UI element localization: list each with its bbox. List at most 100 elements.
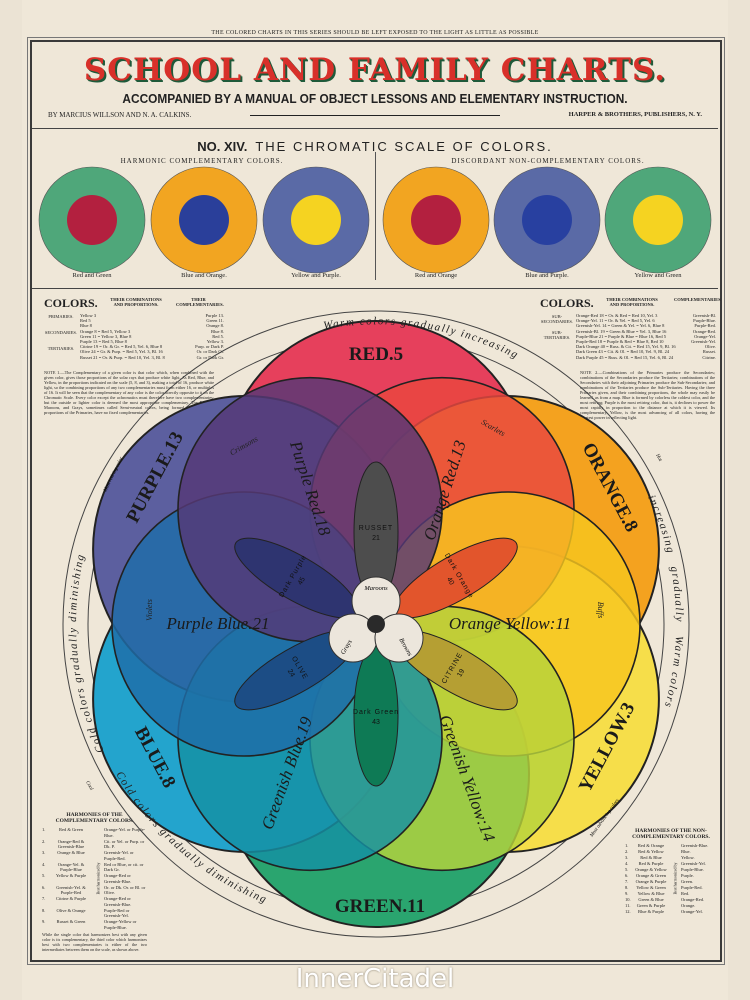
tint-label-violets: Violets (145, 599, 154, 621)
group-label: SUB-SECONDARIES. (540, 314, 574, 324)
lens-value: 21 (372, 535, 380, 542)
lens-value: 43 (372, 719, 380, 726)
complementary: Orange-Yel. (694, 333, 716, 339)
harmonized-by: Greenish-Yel. or Purple-Red. (104, 850, 134, 861)
table-heading: COLORS. (540, 296, 594, 310)
table-row: Orange-Yel. 11 = Or. & Yel. = Red 5, Yel… (576, 318, 716, 323)
harmonized-by: Greenish-Yel. (681, 861, 706, 866)
divider (32, 128, 718, 129)
tint-label-buffs: Buffs (596, 602, 605, 618)
color-combination: Russet 21 = Or. & Purp. = Red 10, Yel. 3… (80, 354, 165, 360)
table-row: Dark Orange 40 = Russ. & Cit. = Red 15, … (576, 344, 716, 349)
column-header: THEIR COMBINATIONS AND PROPORTIONS. (110, 297, 162, 308)
harmonized-by: Orange-Red. (681, 897, 705, 902)
table-row: Olive 24 = Gr. & Purp. = Red 5, Yel. 3, … (80, 349, 224, 354)
complementary: Greenish-Bl. (692, 313, 716, 318)
color-pair: Yellow & Blue (637, 891, 665, 896)
complementary: Citrine. (702, 354, 716, 360)
harmonized-by: Purple. (681, 873, 694, 878)
complementary: Purp. or Dark P. (195, 344, 224, 350)
complementary: Red 5. (212, 333, 224, 339)
color-pair: Orange & Green (636, 873, 666, 878)
complementary: Greenish-Yel. (691, 339, 716, 345)
harmonized-by: Cit. or Yel. or Purp. or Dk. P. (104, 838, 145, 850)
swatch-inner (411, 195, 461, 245)
note-2: NOTE 2.—Combinations of the Primaries pr… (580, 370, 715, 420)
swatch-caption: Red and Green (72, 272, 112, 279)
color-combination: Purple-Blue 21 = Purple & Blue = Blue 16… (576, 333, 666, 339)
primary-label: RED.5 (349, 344, 403, 365)
primary-label: GREEN.11 (335, 896, 425, 917)
swatch-caption: Yellow and Purple. (291, 272, 341, 279)
column-header: THEIR COMBINATIONS AND PROPORTIONS. (606, 297, 658, 308)
semi-neutral-circle (374, 613, 424, 663)
swatch-caption: Red and Orange (414, 272, 458, 279)
color-pair: Green & Purple (636, 903, 666, 908)
poster-title: SCHOOL AND FAMILY CHARTS. (83, 52, 667, 88)
lens-label: RUSSET (359, 525, 393, 532)
color-combination: Orange-Yel. 11 = Or. & Yel. = Red 5, Yel… (576, 318, 655, 324)
side-label: Best harmonized by (95, 862, 100, 895)
color-combination: Olive 24 = Gr. & Purp. = Red 5, Yel. 3, … (80, 349, 163, 355)
lens-value: 19 (456, 668, 466, 678)
chart-number: NO. XIV. (197, 139, 248, 154)
poster-frame (27, 37, 725, 965)
color-combination: Orange 8 = Red 5, Yellow 3 (80, 328, 131, 334)
swatch-inner (291, 195, 341, 245)
color-combination: Citrine 19 = Or. & Gr. = Red 5, Yel. 6, … (80, 344, 163, 350)
harmonies-heading: HARMONIES OF THE NON-COMPLEMENTARY COLOR… (632, 828, 710, 840)
complementary: Green 11. (206, 318, 224, 324)
chart-title: NO. XIV. THE CHROMATIC SCALE OF COLORS. (0, 139, 750, 154)
column-header: COMPLEMENTARIES (674, 297, 721, 302)
authors: BY MARCIUS WILLSON AND N. A. CALKINS. (48, 111, 192, 119)
complementary: Orange 8. (206, 323, 224, 329)
harmonized-by: Red or Blue, or cit. or Dark Gr. (104, 861, 144, 873)
harmonies-complementary: HARMONIES OF THE COMPLEMENTARY COLORS. 1… (42, 812, 147, 952)
group-label: TERTIARIES. (47, 346, 75, 351)
colors-table-right: COLORS. THEIR COMBINATIONS AND PROPORTIO… (540, 296, 721, 360)
color-combination: Yellow 3 (80, 313, 97, 318)
color-combination: Dark Orange 40 = Russ. & Cit. = Red 15, … (576, 344, 676, 350)
table-row: Dark Green 43 = Cit. & Ol. = Red 10, Yel… (576, 349, 716, 354)
lens-value: 40 (445, 576, 455, 586)
divider (375, 152, 376, 280)
color-pair: Greenish-Yel. & Purple-Red (56, 884, 86, 896)
table-row: Citrine 19 = Or. & Gr. = Red 5, Yel. 6, … (80, 344, 224, 349)
harmonized-by: Purple-Blue. (681, 867, 704, 872)
table-row: Orange-Red 18 = Or. & Red = Red 10, Yel.… (576, 313, 716, 318)
color-combination: Dark Purple 45 = Russ. & Ol. = Red 15, Y… (576, 354, 674, 360)
complementary: Purple 13. (205, 313, 225, 318)
color-pair: Red & Green (59, 827, 83, 832)
center-dot (367, 615, 385, 633)
harmonic-heading: HARMONIC COMPLEMENTARY COLORS. (120, 157, 284, 165)
swatch-inner (179, 195, 229, 245)
side-label: Best harmonized by (672, 862, 677, 895)
color-combination: Purple-Red 18 = Purple & Red = Blue 8, R… (576, 339, 664, 345)
lens-value: 24 (286, 668, 296, 678)
complementary: Purple-Red. (694, 323, 716, 329)
color-pair: Orange & Purple (635, 879, 667, 884)
color-combination: Greenish-Bl. 19 = Green & Blue = Yel. 3,… (576, 328, 667, 334)
harmonized-by: Or. or Dk. Or. or Bl. or Olive. (104, 884, 146, 896)
chart-name: THE CHROMATIC SCALE OF COLORS. (255, 139, 553, 154)
lens-value: 45 (297, 576, 307, 586)
color-pair: Red & Blue (640, 855, 662, 860)
harmonized-by: Purple-Red. (681, 885, 703, 890)
